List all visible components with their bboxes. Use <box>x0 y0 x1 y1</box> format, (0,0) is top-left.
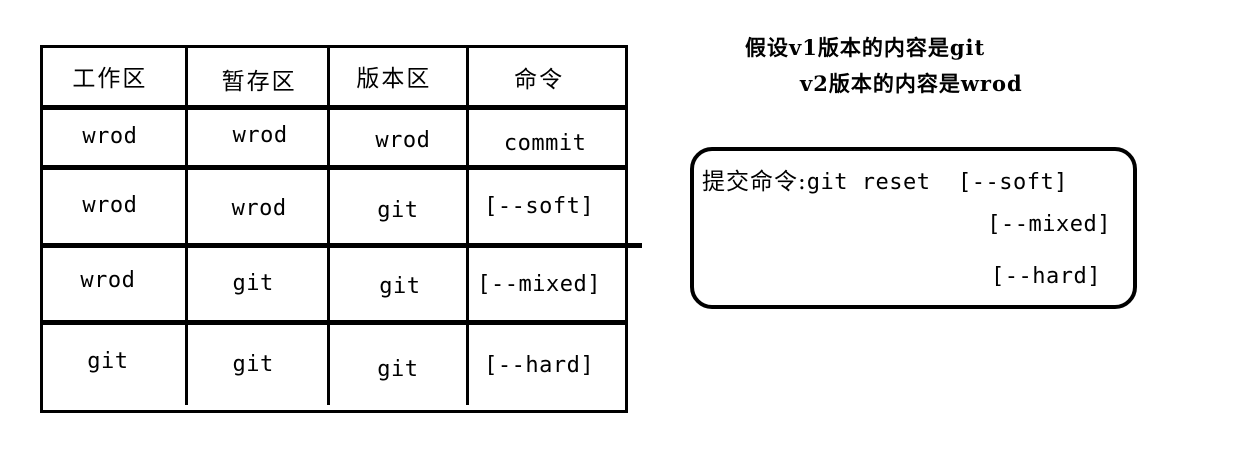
header-label-command: 命令 <box>514 66 565 93</box>
table-row: wrod wrod git [--soft] <box>43 170 625 248</box>
cell-repository: git <box>330 325 470 405</box>
cell-workspace: wrod <box>43 248 188 320</box>
command-line-primary: 提交命令:git reset [--soft] <box>702 162 1068 196</box>
cell-workspace: git <box>43 325 188 405</box>
cell-command: commit <box>503 131 587 156</box>
header-label-workspace: 工作区 <box>72 65 148 92</box>
cell-command: [--mixed] <box>477 271 601 297</box>
header-label-staging: 暂存区 <box>221 68 297 95</box>
cell-command: [--soft] <box>484 194 595 219</box>
cell-repository: git <box>330 170 470 243</box>
command-text: git reset <box>806 170 931 195</box>
state-table: 工作区 暂存区 版本区 命令 wrod wrod wrod commit wro… <box>40 45 628 413</box>
command-line-mixed: [--mixed] <box>987 212 1111 237</box>
table-header-cell-repository: 版本区 <box>330 48 470 105</box>
command-line-hard: [--hard] <box>991 264 1101 289</box>
cell-staging: git <box>188 248 330 320</box>
command-option-mixed: [--mixed] <box>987 212 1111 237</box>
divider-tick-mark <box>626 243 642 248</box>
cell-staging: wrod <box>188 110 330 165</box>
cell-workspace: wrod <box>43 110 188 165</box>
command-option-hard: [--hard] <box>991 264 1101 289</box>
table-row: git git git [--hard] <box>43 325 625 405</box>
command-spacer <box>930 170 958 195</box>
assumption-note: 假设v1版本的内容是git v2版本的内容是wrod <box>690 30 1140 102</box>
table-header-cell-staging: 暂存区 <box>188 48 330 105</box>
table-header-cell-workspace: 工作区 <box>43 48 188 105</box>
cell-command: [--hard] <box>484 352 595 378</box>
table-header-row: 工作区 暂存区 版本区 命令 <box>43 48 625 110</box>
cell-repository: git <box>330 248 470 320</box>
cell-repository: wrod <box>330 110 470 165</box>
table-header-cell-command: 命令 <box>469 48 625 105</box>
command-label: 提交命令: <box>702 169 807 195</box>
cell-staging: wrod <box>188 170 330 243</box>
assumption-note-line-2: v2版本的内容是wrod <box>800 71 1023 96</box>
table-row: wrod git git [--mixed] <box>43 248 625 325</box>
table-row: wrod wrod wrod commit <box>43 110 625 170</box>
assumption-note-line-1: 假设v1版本的内容是git <box>745 35 986 60</box>
cell-staging: git <box>188 325 330 405</box>
header-label-repository: 版本区 <box>356 65 432 92</box>
cell-workspace: wrod <box>43 170 188 243</box>
command-callout-box: 提交命令:git reset [--soft] [--mixed] [--har… <box>690 147 1137 309</box>
command-option-soft: [--soft] <box>957 170 1068 195</box>
